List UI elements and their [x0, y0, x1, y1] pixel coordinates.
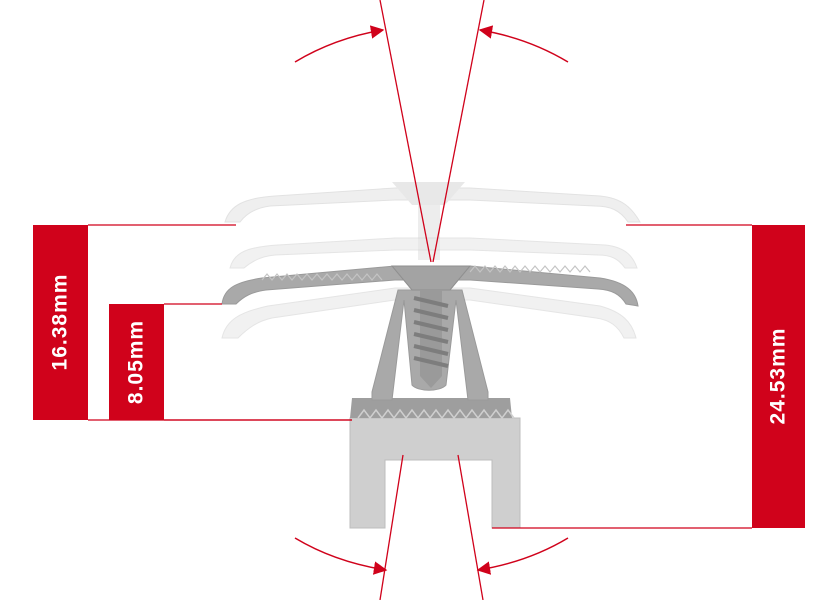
base-rail — [349, 417, 521, 529]
curved-arrow-icon — [478, 25, 569, 63]
dimension-right: 24.53mm — [752, 225, 805, 528]
curved-arrow-icon — [476, 537, 569, 575]
dimension-left-outer: 16.38mm — [33, 225, 88, 420]
angle-lines-top — [379, 0, 485, 263]
dimension-label-left-outer: 16.38mm — [49, 274, 72, 371]
curved-arrow-icon — [294, 25, 385, 63]
screw-icon — [390, 265, 472, 388]
dimension-left-inner: 8.05mm — [109, 304, 164, 420]
dimension-leaders — [88, 224, 752, 529]
base-rail-teeth — [357, 408, 515, 420]
dimension-label-right: 24.53mm — [767, 328, 790, 425]
ghost-cap-lower — [221, 287, 637, 339]
main-cap-teeth — [261, 265, 591, 281]
ghost-cap-middle — [229, 237, 638, 269]
angle-lines-bottom — [379, 454, 484, 600]
dimension-label-left-inner: 8.05mm — [125, 320, 148, 404]
curved-arrow-icon — [294, 537, 388, 575]
